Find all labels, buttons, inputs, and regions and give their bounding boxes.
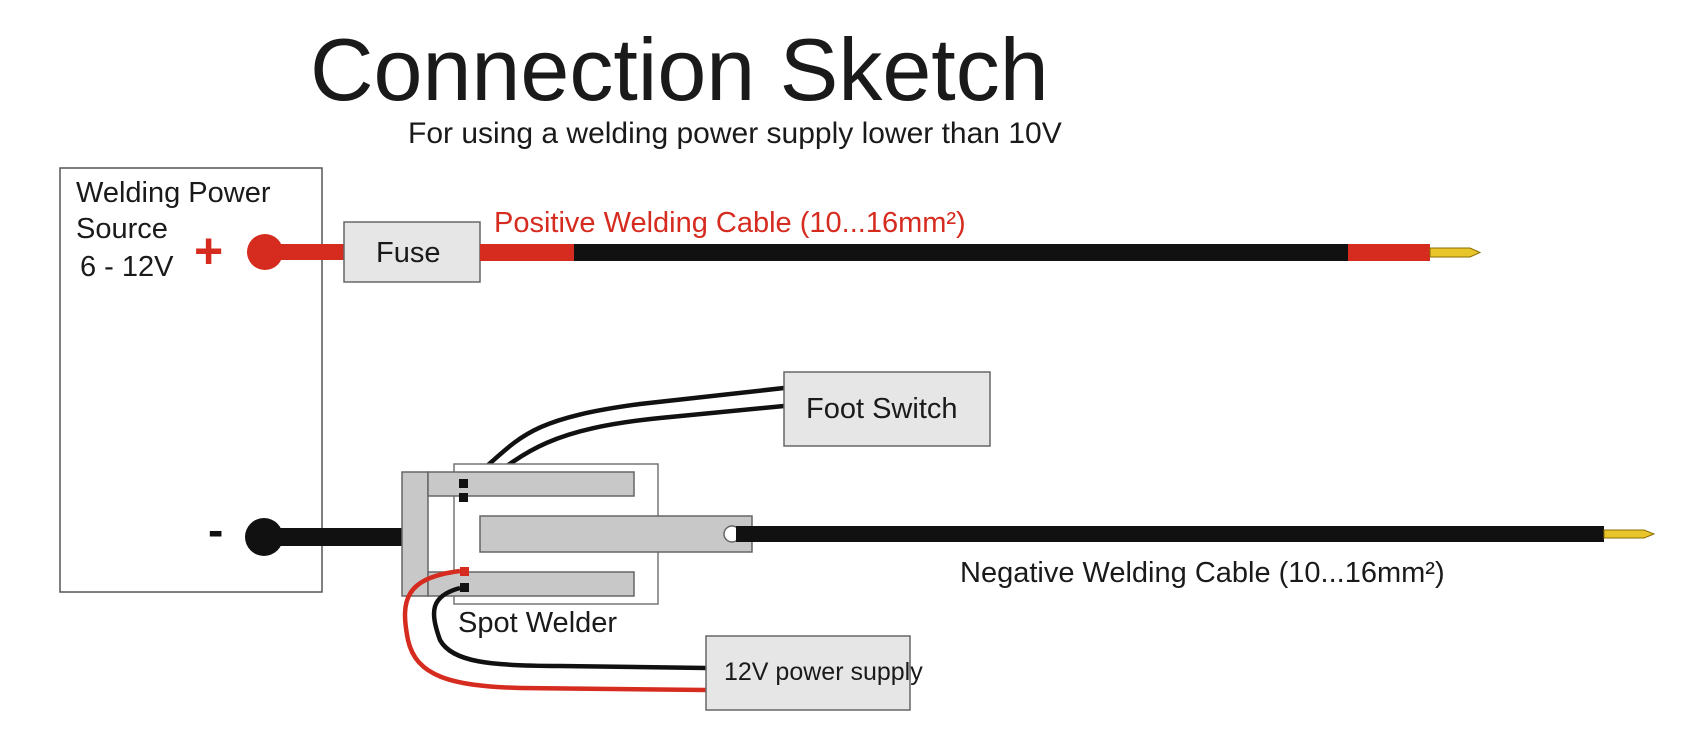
spot-welder-upper-plate <box>427 471 635 497</box>
power-supply-12v-label: 12V power supply <box>724 658 923 686</box>
supply-terminal-negative <box>460 583 469 592</box>
negative-cable-label: Negative Welding Cable (10...16mm²) <box>960 557 1445 589</box>
positive-cable-red-section-end <box>1348 244 1430 261</box>
diagram-title: Connection Sketch <box>310 20 1049 119</box>
spot-welder-lower-plate <box>427 571 635 597</box>
negative-terminal <box>245 518 283 556</box>
supply-terminal-positive <box>460 567 469 576</box>
positive-electrode-tip <box>1429 247 1482 258</box>
fuse-label: Fuse <box>376 237 440 269</box>
power-source-label-line1: Welding Power <box>76 177 271 209</box>
foot-switch-terminal-1 <box>459 479 468 488</box>
positive-cable-red-section-start <box>480 244 574 261</box>
plus-sign: + <box>194 223 223 279</box>
fuse-box <box>343 221 481 283</box>
diagram-subtitle: For using a welding power supply lower t… <box>408 117 1062 150</box>
power-supply-12v-box <box>705 635 911 711</box>
positive-terminal <box>247 234 283 270</box>
negative-cable-black-jacket <box>736 526 1604 542</box>
negative-electrode-tip <box>1603 529 1656 539</box>
welding-power-source-box <box>59 167 323 593</box>
negative-lead-to-welder <box>262 528 404 546</box>
minus-sign: - <box>208 504 223 556</box>
supply-wire-positive <box>402 568 707 693</box>
foot-switch-terminal-2 <box>459 493 468 502</box>
foot-switch-box <box>783 371 991 447</box>
power-source-voltage-label: 6 - 12V <box>80 251 174 283</box>
foot-switch-label: Foot Switch <box>806 393 958 425</box>
spot-welder-center-plate <box>479 515 753 553</box>
positive-lead-to-fuse <box>264 244 346 260</box>
power-source-label-line2: Source <box>76 213 168 245</box>
spot-welder-busbar <box>401 471 429 597</box>
positive-cable-black-jacket <box>574 244 1348 261</box>
positive-cable-label: Positive Welding Cable (10...16mm²) <box>494 207 966 239</box>
supply-wire-negative <box>431 585 707 671</box>
spot-welder-label: Spot Welder <box>458 607 617 639</box>
